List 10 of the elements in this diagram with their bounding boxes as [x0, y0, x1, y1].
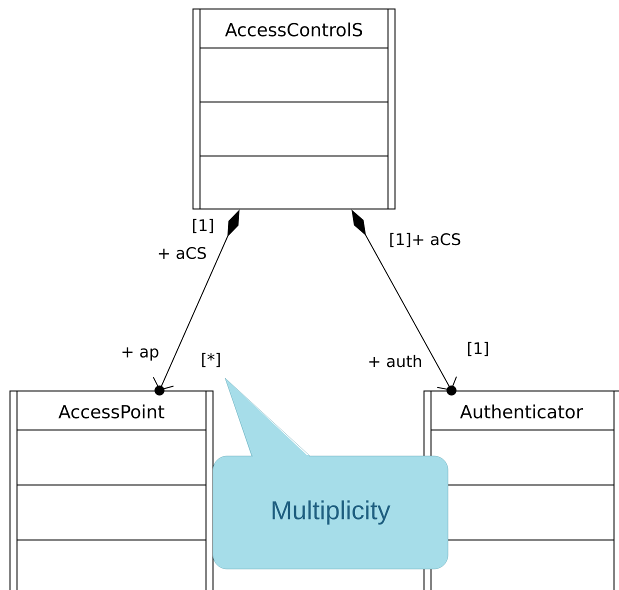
role-label: + aCS — [158, 246, 206, 260]
role-label: [1] — [193, 218, 213, 234]
role-label: [1]+ aCS — [390, 232, 460, 248]
role-label: [1] — [468, 342, 488, 356]
callout-bubble: Multiplicity — [212, 378, 448, 570]
role-label: + auth — [369, 354, 422, 368]
role-label: + ap — [122, 347, 158, 361]
role-label: [*] — [202, 352, 220, 368]
class-box: AccessPoint — [10, 390, 214, 590]
class-box: AccessControlS — [192, 8, 396, 210]
